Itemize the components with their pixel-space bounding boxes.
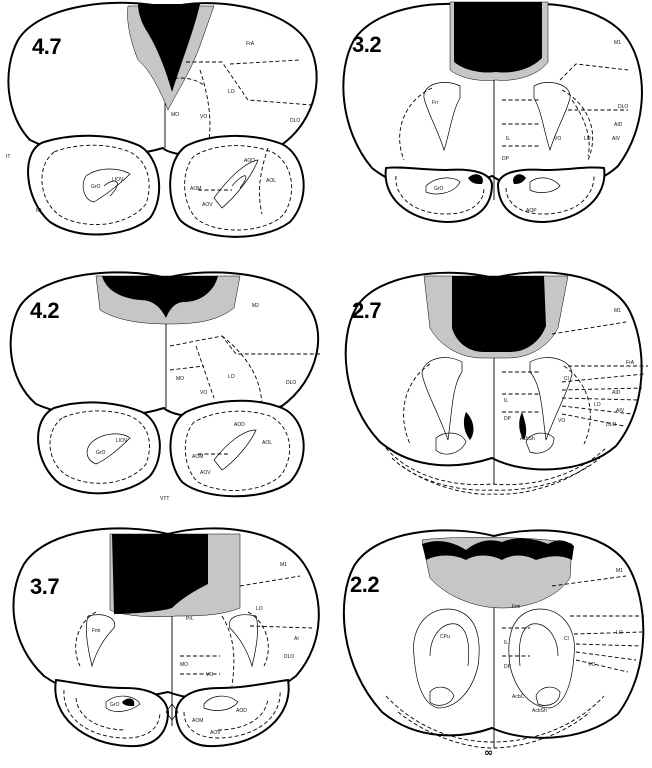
region-label: DLO [286, 380, 296, 386]
region-label: VO [558, 418, 565, 424]
region-label: IT [6, 154, 10, 160]
region-label: AOD [234, 422, 245, 428]
region-label: CPu [440, 634, 450, 640]
region-label: AOV [200, 470, 211, 476]
region-label: M1 [616, 568, 623, 574]
region-label: MO [180, 662, 188, 668]
region-label: AIV [612, 136, 621, 142]
brain-section-drawing: M1 Fmi CPu Cl LO VO AcbC AcbSh IL DP ∞ [326, 516, 652, 768]
region-label: IO [36, 208, 41, 214]
region-label: GrO [434, 186, 444, 192]
region-label: IL [504, 398, 508, 404]
region-label: VO [554, 136, 561, 142]
section-panel-4-2: M2 MO LO VO DLO AOD AOL AOM AOV LIOV GrO… [0, 262, 326, 514]
region-label: LIOV [116, 438, 128, 444]
region-label: FrA [626, 360, 635, 366]
region-label: Fmi [92, 628, 100, 634]
region-label: Cl [564, 636, 569, 642]
region-label: LO [228, 374, 235, 380]
region-label: M1 [614, 308, 621, 314]
region-label: AOP [526, 208, 537, 214]
region-label: DP [502, 156, 510, 162]
region-label: DP [504, 664, 512, 670]
section-level-label: 2.7 [352, 298, 381, 324]
region-label: AOM [190, 186, 201, 192]
region-label: FrA [246, 41, 255, 47]
brain-section-drawing: M1 PrL LO AI MO VO AOM AOV AOD GrO Fmi D… [0, 516, 326, 768]
region-label: IL [504, 640, 508, 646]
region-label: DP [504, 416, 512, 422]
region-label: M2 [252, 303, 259, 309]
region-label: DLO [618, 104, 628, 110]
region-label: M1 [280, 562, 287, 568]
region-label: LO [256, 606, 263, 612]
region-label: AOM [192, 718, 203, 724]
region-label: AOV [210, 730, 221, 736]
region-label: M1 [614, 40, 621, 46]
region-label: Cl [564, 376, 569, 382]
region-label: AOD [244, 158, 255, 164]
region-label: AI [294, 636, 299, 642]
region-label: AOD [236, 708, 247, 714]
section-level-label: 2.2 [350, 572, 379, 598]
region-label: DLO [606, 422, 616, 428]
region-label: AOL [266, 178, 276, 184]
region-label: LIOV [112, 177, 124, 183]
region-label: PrL [186, 616, 194, 622]
region-label: AcbSh [520, 436, 535, 442]
section-panel-3-2: M1 Fri LO VO AID AIV DLO AOP GrO IL DP 3… [326, 0, 652, 252]
region-label: LO [594, 402, 601, 408]
section-level-label: 3.2 [352, 32, 381, 58]
section-panel-3-7: M1 PrL LO AI MO VO AOM AOV AOD GrO Fmi D… [0, 516, 326, 768]
region-label: GrO [96, 450, 106, 456]
region-label: AOL [262, 440, 272, 446]
region-label: VO [200, 114, 207, 120]
section-panel-2-7: M1 FrA Cl DP IL LO VO AID AIV DLO AcbSh … [326, 262, 652, 514]
section-level-label: 4.2 [30, 298, 59, 324]
section-level-label: 3.7 [30, 574, 59, 600]
region-label: AcbC [512, 694, 525, 700]
region-label: AID [612, 390, 621, 396]
region-label: LO [584, 136, 591, 142]
section-panel-4-7: FrA LO MO VO DLO AOD AOL AOM AOV LIOV Gr… [0, 0, 326, 252]
region-label: VO [588, 662, 595, 668]
region-label: LO [616, 630, 623, 636]
region-label: GrO [110, 702, 120, 708]
anterior-commissure-marker: ∞ [484, 746, 493, 759]
region-label: AID [614, 122, 623, 128]
region-label: MO [171, 112, 179, 118]
region-label: AIV [616, 408, 625, 414]
region-label: VTT [160, 496, 169, 502]
region-label: DLO [284, 654, 294, 660]
region-label: GrO [91, 184, 101, 190]
region-label: Fmi [512, 604, 520, 610]
region-label: AcbSh [532, 708, 547, 714]
region-label: LO [228, 89, 235, 95]
region-label: AOV [202, 202, 213, 208]
region-label: VO [206, 672, 213, 678]
region-label: AOM [192, 454, 203, 460]
region-label: IL [506, 136, 510, 142]
region-label: DLO [290, 118, 300, 124]
section-panel-2-2: M1 Fmi CPu Cl LO VO AcbC AcbSh IL DP ∞ 2… [326, 516, 652, 768]
region-label: Fri [432, 100, 438, 106]
region-label: VO [200, 390, 207, 396]
region-label: MO [176, 376, 184, 382]
section-level-label: 4.7 [32, 34, 61, 60]
